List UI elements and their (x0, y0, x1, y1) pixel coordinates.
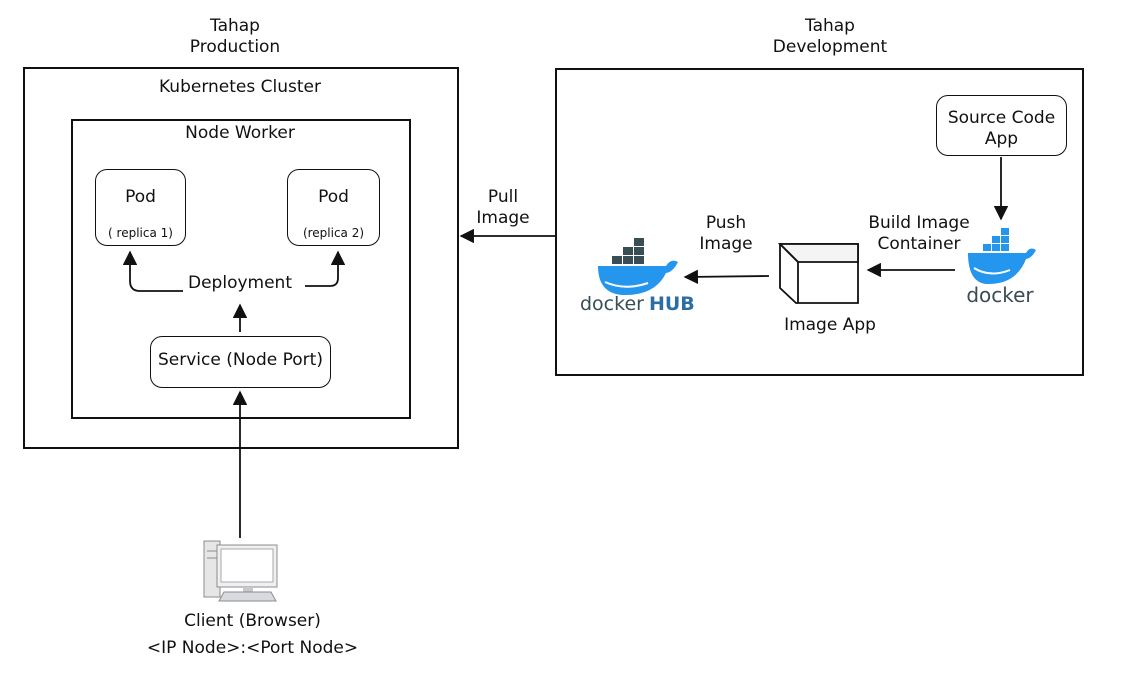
kubernetes-cluster-label: Kubernetes Cluster (159, 77, 321, 97)
service-node-port-label: Service (Node Port) (158, 350, 323, 370)
pod-replica-1 (95, 169, 186, 246)
source-code-app-label: Source Code App (947, 108, 1056, 149)
development-box (555, 68, 1084, 376)
push-image-arrow (683, 269, 770, 285)
computer-icon (203, 540, 278, 602)
build-image-label: Build Image Container (868, 213, 970, 254)
deployment-to-pod1-arrow (122, 250, 183, 292)
push-image-label: Push Image (699, 213, 753, 254)
pod-replica-1-title: Pod (125, 187, 156, 207)
client-address-label: <IP Node>:<Port Node> (146, 638, 359, 658)
image-app-label: Image App (784, 315, 876, 335)
docker-logo-text: docker (966, 283, 1034, 307)
production-stage-title: Tahap Production (189, 16, 281, 57)
node-worker-label: Node Worker (185, 123, 295, 143)
client-label: Client (Browser) (184, 611, 321, 631)
deployment-label: Deployment (188, 273, 292, 293)
node-worker-box (71, 119, 411, 419)
development-stage-title: Tahap Development (772, 16, 888, 57)
cube-icon (777, 243, 859, 304)
docker-whale-icon (968, 228, 1036, 285)
dockerhub-whale-icon (598, 238, 678, 296)
service-node-port-box (150, 336, 331, 388)
pod-replica-1-subtitle: ( replica 1) (108, 226, 173, 240)
kubernetes-cluster-box (23, 67, 459, 449)
pod-replica-2-subtitle: (replica 2) (302, 226, 365, 240)
pull-image-label: Pull Image (476, 187, 530, 228)
deployment-to-pod2-arrow (305, 250, 346, 287)
pod-replica-2 (287, 169, 380, 246)
pod-replica-2-title: Pod (318, 187, 349, 207)
source-code-app-box (936, 95, 1067, 156)
